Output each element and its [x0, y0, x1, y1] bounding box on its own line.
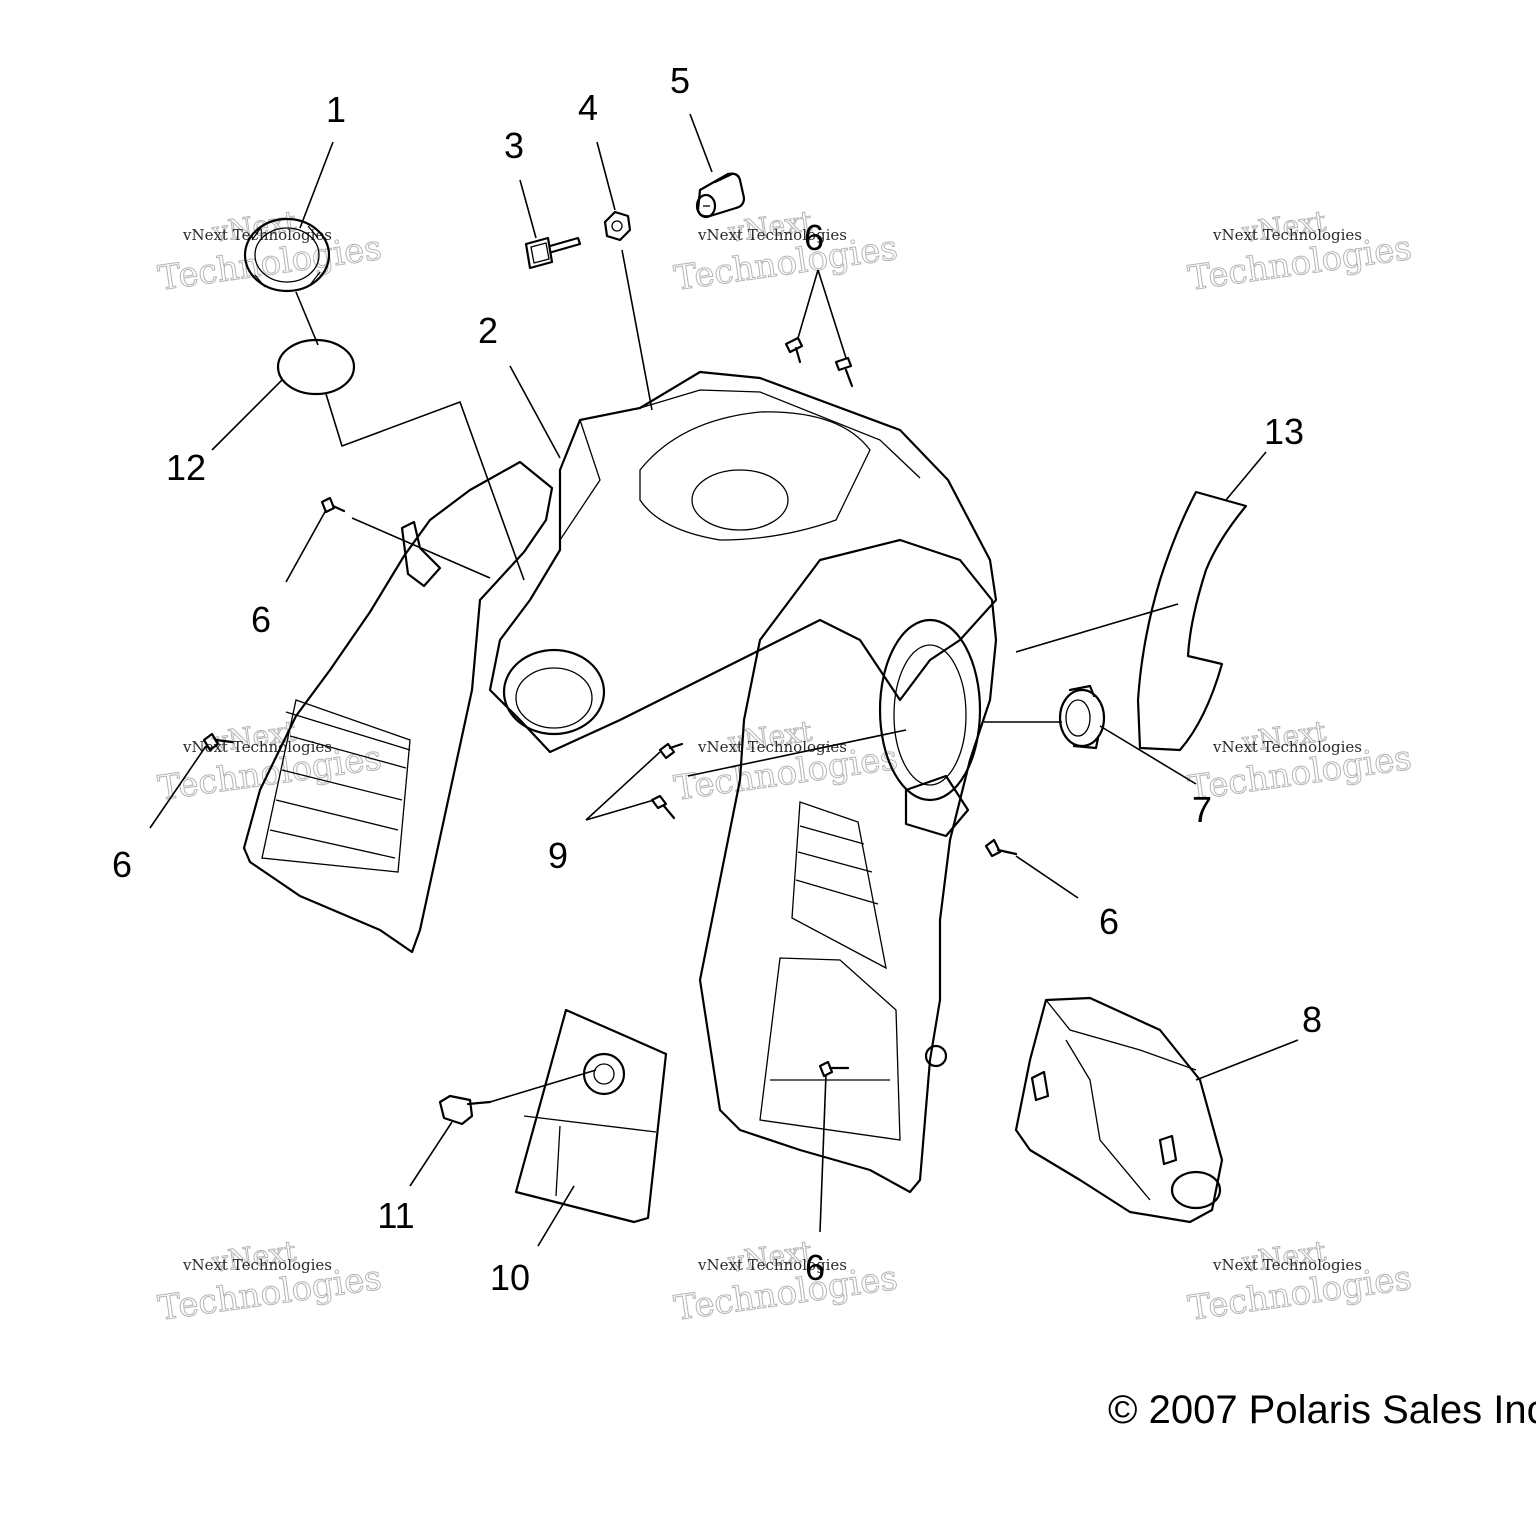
watermark-small-mid-right: vNext Technologies — [1212, 738, 1362, 756]
callout-13: 13 — [1264, 411, 1304, 452]
part-7-socket — [1058, 684, 1106, 750]
screw-11 — [438, 1094, 492, 1126]
watermark-top-center: vNext Technologies — [671, 204, 900, 299]
screws — [202, 336, 1018, 1126]
watermark-small-top-left: vNext Technologies — [182, 226, 332, 244]
callout-6-left: 6 — [251, 599, 271, 640]
watermark-small-mid-center: vNext Technologies — [697, 738, 847, 756]
part-1-cap-ring — [243, 217, 331, 293]
screw-6-right-mid — [984, 838, 1018, 858]
screw-6-left — [320, 496, 346, 514]
callout-6-top: 6 — [804, 217, 824, 258]
screw-6-bottom — [818, 1060, 850, 1078]
screw-6-top-a — [784, 336, 804, 364]
callout-11: 11 — [377, 1195, 414, 1236]
part-2-front-cab — [242, 370, 998, 1194]
watermark-small-mid-left: vNext Technologies — [182, 738, 332, 756]
callout-5: 5 — [670, 60, 690, 101]
watermark-bottom-right: vNext Technologies — [1185, 1234, 1414, 1329]
callout-1: 1 — [326, 89, 346, 130]
part-4-nut — [603, 210, 632, 242]
watermark-bottom-center: vNext Technologies — [671, 1234, 900, 1329]
callout-3: 3 — [504, 125, 524, 166]
part-8-storage-box — [1014, 996, 1224, 1224]
callout-8: 8 — [1302, 999, 1322, 1040]
watermark-small-bottom-left: vNext Technologies — [182, 1256, 332, 1274]
callout-2: 2 — [478, 310, 498, 351]
part-12-o-ring — [276, 338, 356, 396]
part-10-lid — [514, 1008, 668, 1224]
part-13-decal — [1136, 490, 1248, 752]
callout-7: 7 — [1192, 789, 1212, 830]
part-5-ignition-switch — [695, 172, 746, 219]
watermark-small-top-center: vNext Technologies — [697, 226, 847, 244]
callout-6-right: 6 — [1099, 901, 1119, 942]
leader-lines — [149, 113, 1299, 1247]
screw-9-a — [658, 742, 684, 760]
watermarks: vNext Technologies vNext Technologies vN… — [155, 204, 1414, 1329]
watermark-bottom-left: vNext Technologies — [155, 1234, 384, 1329]
callout-12: 12 — [166, 447, 206, 488]
watermark-small-top-right: vNext Technologies — [1212, 226, 1362, 244]
watermark-mid-right: vNext Technologies — [1185, 714, 1414, 809]
watermark-top-left: vNext Technologies — [155, 204, 384, 299]
callouts: 1 2 3 4 5 6 6 6 6 6 7 8 9 10 11 12 13 — [112, 60, 1322, 1298]
callout-6-bottom: 6 — [805, 1247, 825, 1288]
screw-6-top-b — [834, 356, 854, 388]
watermark-small-bottom-right: vNext Technologies — [1212, 1256, 1362, 1274]
callout-6-left-lower: 6 — [112, 844, 132, 885]
screw-9-b — [650, 794, 676, 820]
callout-10: 10 — [490, 1257, 530, 1298]
part-3-key — [524, 236, 582, 270]
callout-4: 4 — [578, 87, 598, 128]
watermark-small-bottom-center: vNext Technologies — [697, 1256, 847, 1274]
watermark-top-right: vNext Technologies — [1185, 204, 1414, 299]
callout-9: 9 — [548, 835, 568, 876]
screw-6-left-mid — [202, 732, 234, 752]
copyright-text: © 2007 Polaris Sales Inc — [1108, 1388, 1536, 1432]
